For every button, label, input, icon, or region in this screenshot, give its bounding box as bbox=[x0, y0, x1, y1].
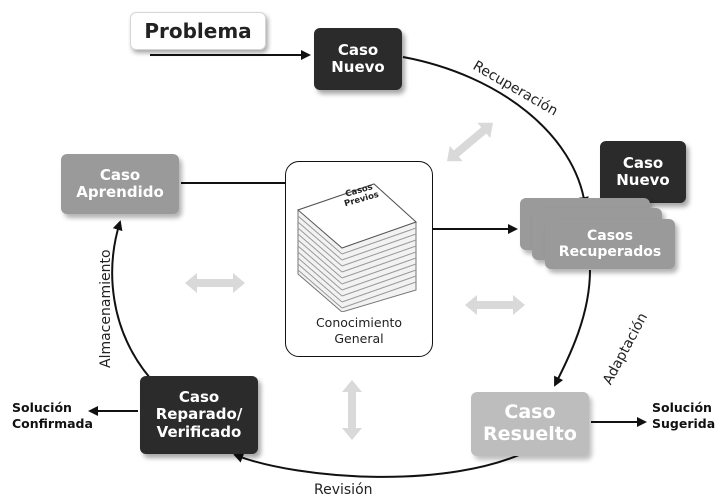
hint-arrow-bottom bbox=[342, 380, 362, 440]
storage-arc bbox=[111, 220, 151, 379]
retrieval-arc bbox=[402, 56, 589, 207]
repaired-case-node: Caso Reparado/ Verificado bbox=[140, 376, 258, 454]
general-knowledge-label: Conocimiento General bbox=[315, 315, 403, 347]
new-case-node-top: Caso Nuevo bbox=[314, 28, 402, 90]
problem-box: Problema bbox=[130, 12, 266, 50]
problem-label: Problema bbox=[144, 19, 252, 43]
general-knowledge-box: Conocimiento General bbox=[285, 161, 433, 357]
hint-arrow-right bbox=[465, 295, 525, 315]
confirmed-solution-label: Solución Confirmada bbox=[12, 400, 93, 431]
retrieved-cases-node: Casos Recuperados bbox=[545, 219, 675, 269]
new-case-top-label: Caso Nuevo bbox=[331, 40, 385, 76]
repaired-case-label: Caso Reparado/ Verificado bbox=[155, 388, 243, 441]
solved-case-node: Caso Resuelto bbox=[471, 392, 589, 456]
revision-label: Revisión bbox=[314, 482, 373, 498]
retrieved-cases-label: Casos Recuperados bbox=[558, 227, 662, 260]
hint-arrow-top-right bbox=[447, 122, 493, 162]
new-case-right-label: Caso Nuevo bbox=[616, 153, 670, 189]
paper-stack-icon bbox=[297, 183, 417, 312]
storage-label: Almacenamiento bbox=[98, 249, 114, 368]
hint-arrow-left bbox=[185, 273, 245, 293]
adaptation-arc bbox=[554, 269, 591, 387]
learned-case-label: Caso Aprendido bbox=[76, 165, 164, 201]
suggested-solution-label: Solución Sugerida bbox=[652, 400, 716, 431]
new-case-node-right: Caso Nuevo bbox=[600, 141, 686, 203]
solved-case-label: Caso Resuelto bbox=[483, 401, 577, 445]
learned-case-node: Caso Aprendido bbox=[61, 154, 179, 214]
revision-arc bbox=[233, 449, 531, 478]
